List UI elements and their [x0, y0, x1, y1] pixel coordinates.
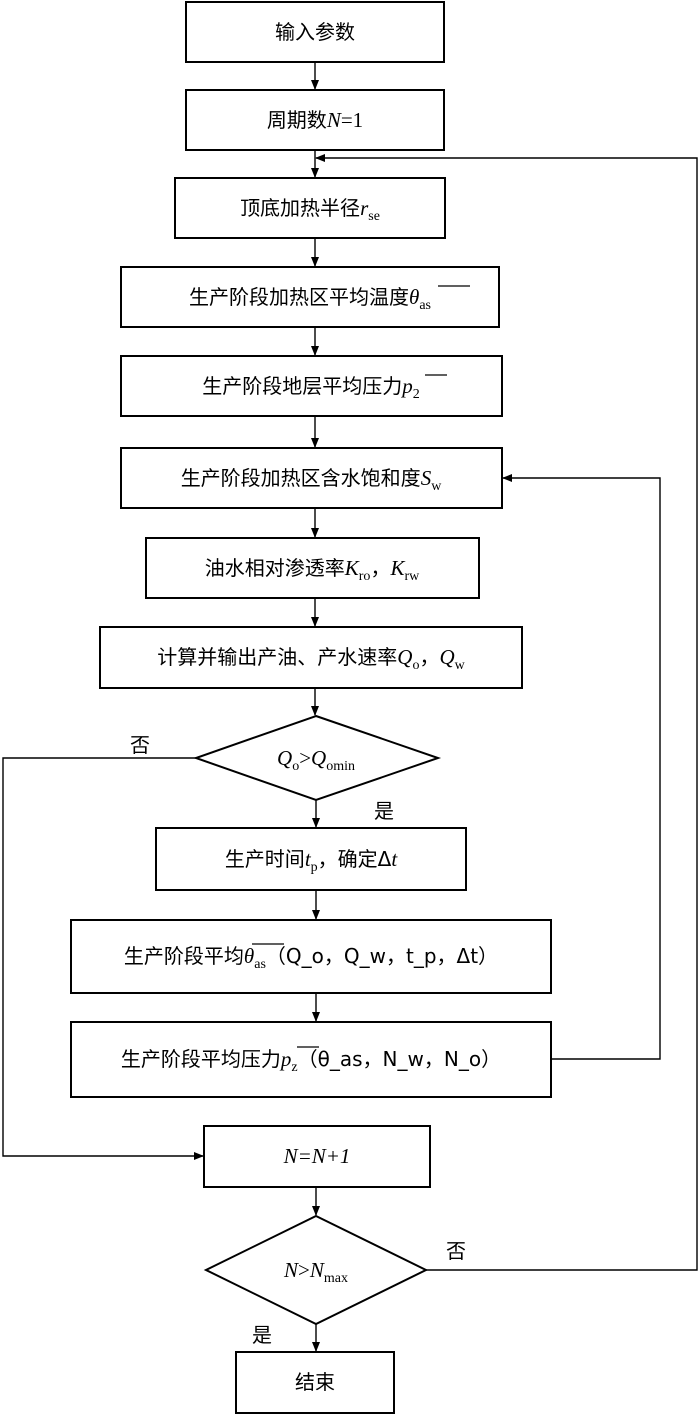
- decision1-yes-label: 是: [374, 799, 394, 823]
- avg-theta-box: 生产阶段平均θas（Q_o，Q_w，t_p，Δt）: [70, 919, 552, 994]
- connector-arrows: [311, 62, 320, 1352]
- oil-rate-condition: Qo>Qomin: [277, 746, 355, 774]
- avg-pressure-label: 生产阶段平均压力pz（θ_as，N_w，N_o）: [121, 1047, 501, 1075]
- avg-pressure-box: 生产阶段平均压力pz（θ_as，N_w，N_o）: [70, 1021, 552, 1098]
- input-params-label: 输入参数: [275, 20, 355, 44]
- increment-label: N=N+1: [283, 1144, 351, 1168]
- cycle-count-box: 周期数N=1: [185, 89, 445, 151]
- cycle-limit-condition: N>Nmax: [283, 1258, 348, 1286]
- cycle-count-label: 周期数N=1: [267, 108, 363, 132]
- avg-temperature-box: 生产阶段加热区平均温度θas: [120, 266, 500, 328]
- oil-rate-decision: Qo>Qomin: [192, 714, 442, 802]
- formation-pressure-box: 生产阶段地层平均压力p2: [120, 355, 503, 417]
- water-saturation-box: 生产阶段加热区含水饱和度Sw: [120, 447, 503, 509]
- avg-temperature-label: 生产阶段加热区平均温度θas: [189, 285, 431, 313]
- formation-pressure-label: 生产阶段地层平均压力p2: [202, 374, 420, 402]
- increment-box: N=N+1: [203, 1125, 431, 1188]
- relative-permeability-label: 油水相对渗透率Kro，Krw: [205, 556, 420, 584]
- end-label: 结束: [295, 1370, 335, 1394]
- water-saturation-label: 生产阶段加热区含水饱和度Sw: [181, 466, 443, 494]
- end-box: 结束: [235, 1351, 395, 1414]
- production-time-label: 生产时间tp，确定Δt: [225, 847, 399, 875]
- relative-permeability-box: 油水相对渗透率Kro，Krw: [145, 537, 480, 599]
- outer-loop-connector: [315, 154, 698, 1271]
- rates-box: 计算并输出产油、产水速率Qo，Qw: [99, 626, 523, 689]
- decision2-no-label: 否: [446, 1239, 466, 1263]
- cycle-limit-decision: N>Nmax: [203, 1214, 429, 1326]
- heating-radius-box: 顶底加热半径rse: [174, 177, 446, 239]
- inner-loop-connector: [502, 474, 661, 1060]
- input-params-box: 输入参数: [185, 1, 445, 63]
- decision1-no-label: 否: [130, 733, 150, 757]
- no-branch-connector: [2, 757, 204, 1160]
- avg-theta-label: 生产阶段平均θas（Q_o，Q_w，t_p，Δt）: [124, 944, 498, 972]
- production-time-box: 生产时间tp，确定Δt: [155, 827, 467, 891]
- rates-label: 计算并输出产油、产水速率Qo，Qw: [157, 645, 465, 673]
- decision2-yes-label: 是: [252, 1323, 272, 1347]
- heating-radius-label: 顶底加热半径rse: [240, 196, 380, 224]
